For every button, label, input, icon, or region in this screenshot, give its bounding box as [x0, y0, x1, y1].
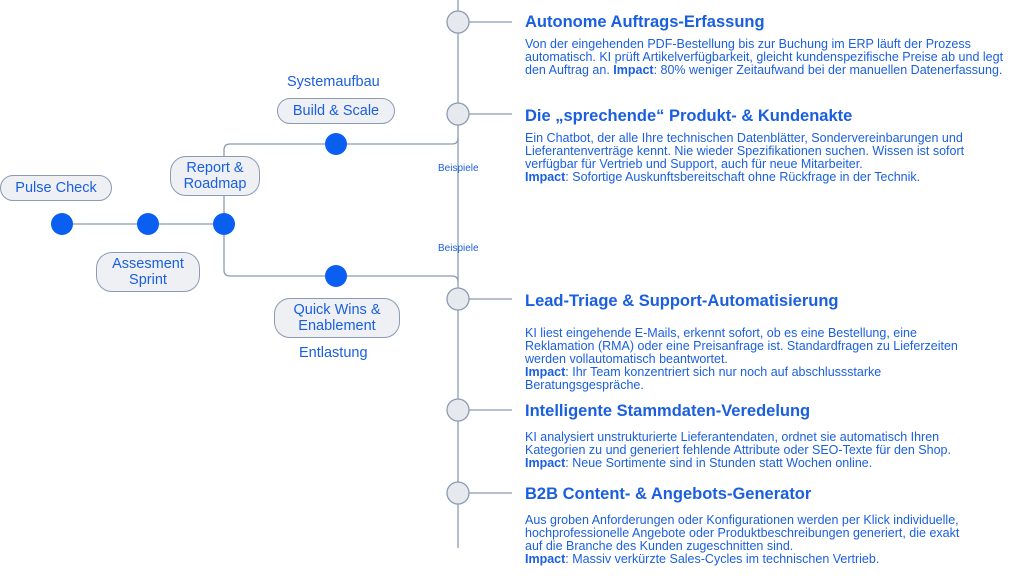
- node-assessment-sprint: [137, 213, 159, 235]
- spine-node-2: [446, 102, 470, 126]
- item-lead-triage: Lead-Triage & Support-Automatisierung KI…: [525, 292, 980, 392]
- item-title: Lead-Triage & Support-Automatisierung: [525, 292, 839, 310]
- node-quick-wins: [325, 265, 347, 287]
- item-title: Intelligente Stammdaten-Veredelung: [525, 402, 811, 420]
- item-description: Ein Chatbot, der alle Ihre technischen D…: [525, 131, 965, 184]
- item-description: KI analysiert unstrukturierte Lieferante…: [525, 430, 951, 470]
- item-description: Aus groben Anforderungen oder Konfigurat…: [525, 513, 960, 566]
- item-title: B2B Content- & Angebots-Generator: [525, 485, 812, 503]
- spine-node-5: [446, 481, 470, 505]
- node-pulse-check: [51, 213, 73, 235]
- label-beispiele-top: Beispiele: [438, 163, 479, 174]
- item-description: Von der eingehenden PDF-Bestellung bis z…: [525, 37, 1004, 77]
- spine-node-4: [446, 398, 470, 422]
- upper-branch-line: [223, 137, 459, 224]
- lower-branch-line: [223, 224, 459, 283]
- item-content-angebots-generator: B2B Content- & Angebots-Generator Aus gr…: [525, 485, 980, 566]
- item-stammdaten-veredelung: Intelligente Stammdaten-Veredelung KI an…: [525, 402, 995, 470]
- spine-node-1: [446, 10, 470, 34]
- pill-assessment-sprint: Assesment Sprint: [96, 252, 200, 292]
- item-title: Autonome Auftrags-Erfassung: [525, 13, 765, 31]
- node-report-roadmap: [213, 213, 235, 235]
- pill-pulse-check: Pulse Check: [0, 175, 112, 201]
- label-entlastung: Entlastung: [299, 345, 368, 361]
- label-systemaufbau: Systemaufbau: [287, 74, 380, 90]
- pill-quick-wins: Quick Wins & Enablement: [274, 298, 400, 338]
- label-beispiele-bottom: Beispiele: [438, 243, 479, 254]
- item-autonome-auftrags-erfassung: Autonome Auftrags-Erfassung Von der eing…: [525, 13, 1020, 77]
- item-description: KI liest eingehende E-Mails, erkennt sof…: [525, 326, 958, 392]
- item-produkt-kundenakte: Die „sprechende“ Produkt- & Kundenakte E…: [525, 107, 1020, 184]
- spine-node-3: [446, 287, 470, 311]
- node-build-scale: [325, 133, 347, 155]
- pill-report-roadmap: Report & Roadmap: [170, 156, 260, 196]
- pill-build-scale: Build & Scale: [277, 98, 395, 124]
- item-title: Die „sprechende“ Produkt- & Kundenakte: [525, 107, 853, 125]
